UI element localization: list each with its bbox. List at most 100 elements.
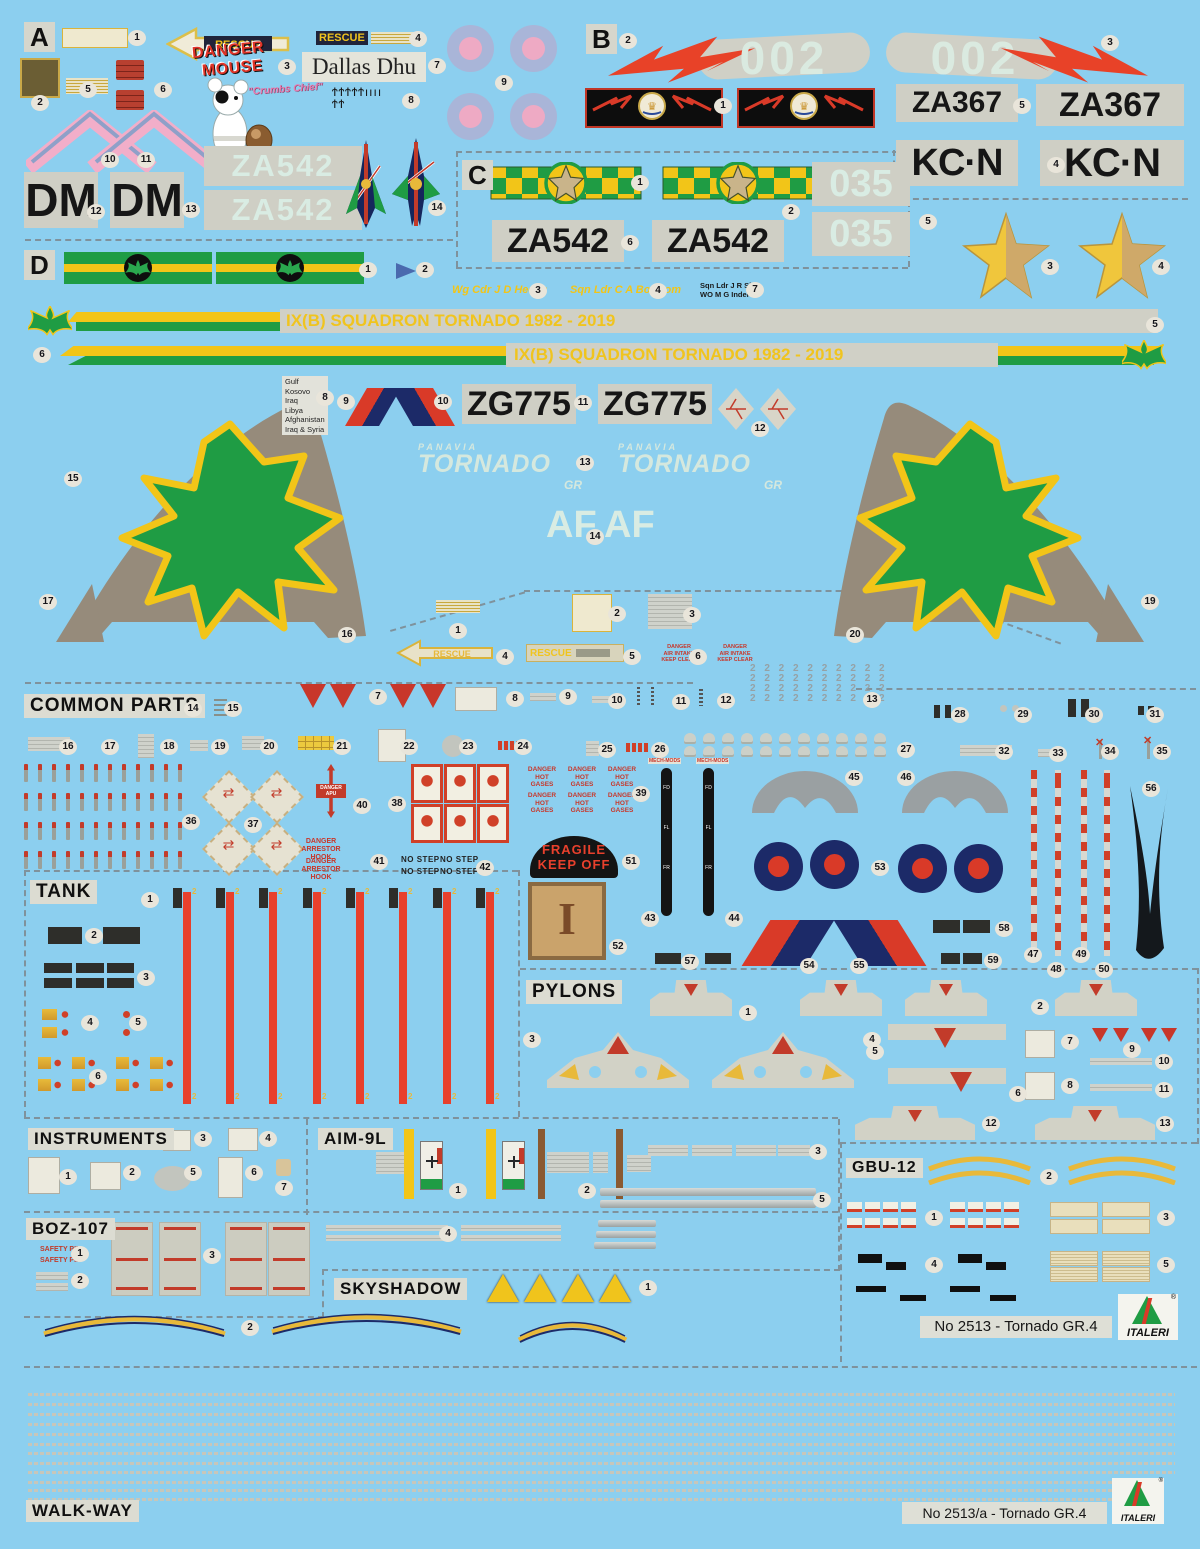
walkway-stripe-decal: [28, 1403, 1175, 1406]
decal-mark-gb: [692, 1145, 732, 1156]
gbu-stencil-cell: [901, 1218, 916, 1230]
decal-mark-wb: [228, 1128, 258, 1151]
decal-mark-bb: [958, 1254, 982, 1263]
part-number-badge: 2: [1031, 999, 1049, 1015]
italeri-logo: ® ITALERI: [1118, 1294, 1178, 1340]
part-number-badge: 5: [1157, 1257, 1175, 1273]
part-number-badge: 9: [1123, 1042, 1141, 1058]
part-number-badge: 27: [897, 742, 915, 758]
part-number-badge: 14: [184, 701, 202, 717]
part-number-badge: 3: [1157, 1210, 1175, 1226]
stencil-shield-mark: [836, 733, 848, 744]
stencil-shield-mark: [836, 746, 848, 757]
gbu-yellow-arc-decal: [927, 1155, 1032, 1186]
part-number-badge: 40: [353, 798, 371, 814]
tally-bolt-mark: [94, 822, 98, 840]
part-number-badge: 53: [871, 860, 889, 876]
stencil-shield-mark: [703, 733, 715, 744]
part-number-badge: 56: [1142, 781, 1160, 797]
part-number-badge: 5: [184, 1165, 202, 1181]
pink-chevron-decals: [26, 110, 216, 172]
stencil-shield-mark: [855, 746, 867, 757]
section-title-walkway: WALK-WAY: [26, 1500, 139, 1522]
tally-bolt-mark: [52, 822, 56, 840]
stencil-shield-mark: [722, 746, 734, 757]
danger-triangle-small-decal: [1092, 1028, 1108, 1042]
gbu-stencil-cell: [901, 1202, 916, 1214]
tank-stripe-placard: [303, 888, 312, 908]
part-number-badge: 1: [359, 262, 377, 278]
tally-bolt-mark: [136, 851, 140, 869]
section-title-instruments: INSTRUMENTS: [28, 1128, 174, 1150]
tally-bolt-mark: [150, 764, 154, 782]
tank-red-stripe: [313, 892, 321, 1104]
squadron-band-decal: [216, 252, 364, 284]
decal-mark-bband: [538, 1129, 545, 1199]
section-title-boz107: BOZ-107: [26, 1218, 115, 1240]
danger-triangle-small-decal: [1161, 1028, 1177, 1042]
danger-hot-gases-decal: DANGER HOT GASES: [527, 766, 557, 788]
tally-bolt-mark: [150, 822, 154, 840]
fire-access-decal: [411, 764, 443, 803]
danger-arrestor-hook-decal: DANGER ARRESTOR HOOK: [301, 838, 341, 861]
part-number-badge: 10: [434, 394, 452, 410]
decal-mark-pxr: [1095, 736, 1105, 759]
stripe-green-bar: [76, 322, 280, 331]
section-title-gbu12: GBU-12: [846, 1158, 923, 1178]
tank-stripe-number: 2: [452, 887, 457, 896]
tank-stripe-number: 2: [322, 1092, 327, 1101]
decal-mark-db: [76, 978, 104, 988]
part-number-badge: 4: [259, 1131, 277, 1147]
part-number-badge: 5: [813, 1192, 831, 1208]
stencil-shield-mark: [760, 733, 772, 744]
gbu-stencil-cell: [865, 1202, 880, 1214]
mission-tally-row1: ϮϮϮϮϮıııı: [332, 85, 383, 99]
pylon-stencil-large: [712, 1032, 854, 1088]
tally-bolt-mark: [52, 851, 56, 869]
decal-mark-gb: [960, 745, 1012, 756]
rescue-small-label: RESCUE: [433, 649, 471, 659]
part-number-badge: 43: [641, 911, 659, 927]
danger-hot-gases-decal: DANGER HOT GASES: [527, 792, 557, 814]
tally-bolt-mark: [52, 793, 56, 811]
tornado-label: TORNADO: [418, 450, 551, 478]
decal-mark-gb: [461, 1225, 561, 1231]
red-white-stripe-decal: [1031, 770, 1037, 956]
rescue-strip-small-decal: RESCUE: [526, 644, 624, 662]
part-number-badge: 7: [746, 282, 764, 298]
section-boundary-line: [24, 1366, 1197, 1368]
part-number-badge: 1: [141, 892, 159, 908]
part-number-badge: 10: [608, 693, 626, 709]
tally-bolt-mark: [94, 764, 98, 782]
tally-bolt-mark: [66, 822, 70, 840]
part-number-badge: 1: [631, 175, 649, 191]
stencil-shield-mark: [817, 733, 829, 744]
raf-roundel-decal: [954, 844, 1003, 893]
pylon-strip-decal: [888, 1024, 1006, 1048]
mission-tally-row2: ϮϮ: [332, 97, 346, 111]
decal-mark-yband: [404, 1129, 414, 1199]
tally-bolt-mark: [136, 764, 140, 782]
section-title-tank: TANK: [30, 880, 98, 904]
section-boundary-line: [840, 1142, 1197, 1144]
decal-mark-gb: [461, 1235, 561, 1241]
decal-mark-brick: [116, 90, 144, 110]
dallas-dhu-name-decal: Dallas Dhu: [302, 52, 426, 82]
part-number-badge: 5: [129, 1015, 147, 1031]
red-blue-flash-large: [833, 920, 927, 966]
part-number-badge: 2: [85, 928, 103, 944]
gbu-stencil-cell: [883, 1218, 898, 1230]
tally-bolt-mark: [80, 822, 84, 840]
ibeam-placard-decal: I: [528, 882, 606, 960]
part-number-badge: 8: [1061, 1078, 1079, 1094]
tally-bolt-mark: [122, 793, 126, 811]
tail-fin-art-left: [52, 386, 402, 654]
tally-bolt-mark: [164, 793, 168, 811]
decal-mark-gb: [1090, 1084, 1152, 1091]
stripe-gray-band: IX(B) SQUADRON TORNADO 1982 - 2019: [280, 309, 1158, 333]
part-number-badge: 4: [496, 649, 514, 665]
section-boundary-line: [322, 1269, 324, 1318]
part-number-badge: 19: [211, 739, 229, 755]
rescue-strip-text-box: [370, 32, 419, 44]
part-number-badge: 2: [1040, 1169, 1058, 1185]
